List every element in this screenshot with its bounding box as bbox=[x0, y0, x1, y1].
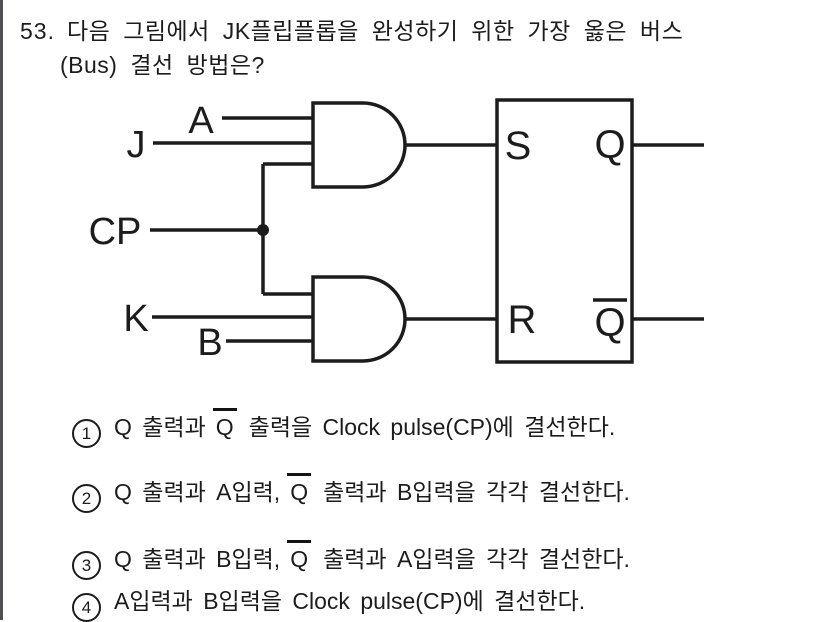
and-gate-top bbox=[311, 101, 407, 189]
label-b: B bbox=[197, 322, 222, 364]
option-3-qbar-symbol: Q bbox=[287, 540, 312, 572]
option-2-text-pre: Q 출력과 A입력, bbox=[114, 479, 281, 505]
option-2: 2 Q 출력과 A입력,Q 출력과 B입력을 각각 결선한다. bbox=[72, 473, 630, 513]
cp-junction-dot bbox=[257, 224, 269, 236]
question-line-1: 53. 다음 그림에서 JK플립플롭을 완성하기 위한 가장 옳은 버스 bbox=[20, 15, 683, 47]
option-1-text-post: 출력을 Clock pulse(CP)에 결선한다. bbox=[248, 414, 616, 440]
question-text: 다음 그림에서 JK플립플롭을 완성하기 위한 가장 옳은 버스 bbox=[66, 18, 684, 44]
label-qbar: Q bbox=[594, 301, 625, 345]
jk-flipflop-circuit-diagram: A J CP K B S Q R Q bbox=[89, 98, 704, 364]
option-3: 3 Q 출력과 B입력,Q 출력과 A입력을 각각 결선한다. bbox=[72, 540, 630, 580]
label-s: S bbox=[505, 124, 532, 168]
option-1-number: 1 bbox=[72, 419, 101, 448]
sr-latch-box bbox=[495, 98, 634, 364]
option-1-text-pre: Q 출력과 bbox=[114, 414, 206, 440]
option-4-text-pre: A입력과 B입력을 Clock pulse(CP)에 결선한다. bbox=[114, 588, 586, 614]
option-3-number: 3 bbox=[72, 551, 101, 580]
option-2-number: 2 bbox=[72, 484, 101, 513]
option-3-text-post: 출력과 A입력을 각각 결선한다. bbox=[323, 546, 630, 572]
option-2-qbar-symbol: Q bbox=[287, 473, 312, 505]
label-k: K bbox=[123, 298, 148, 340]
option-3-text-pre: Q 출력과 B입력, bbox=[114, 546, 281, 572]
option-1-qbar-symbol: Q bbox=[212, 408, 237, 440]
option-4: 4 A입력과 B입력을 Clock pulse(CP)에 결선한다. bbox=[72, 586, 585, 622]
label-q: Q bbox=[594, 123, 625, 167]
label-cp: CP bbox=[89, 211, 142, 253]
option-2-text-post: 출력과 B입력을 각각 결선한다. bbox=[323, 479, 630, 505]
question-line-2: (Bus) 결선 방법은? bbox=[60, 52, 265, 78]
label-r: R bbox=[508, 298, 537, 342]
option-4-number: 4 bbox=[72, 593, 101, 622]
label-j: J bbox=[127, 124, 146, 166]
and-gate-bottom bbox=[311, 275, 407, 363]
page-left-border bbox=[0, 0, 3, 620]
label-a: A bbox=[188, 100, 214, 142]
question-number: 53. bbox=[20, 18, 55, 44]
